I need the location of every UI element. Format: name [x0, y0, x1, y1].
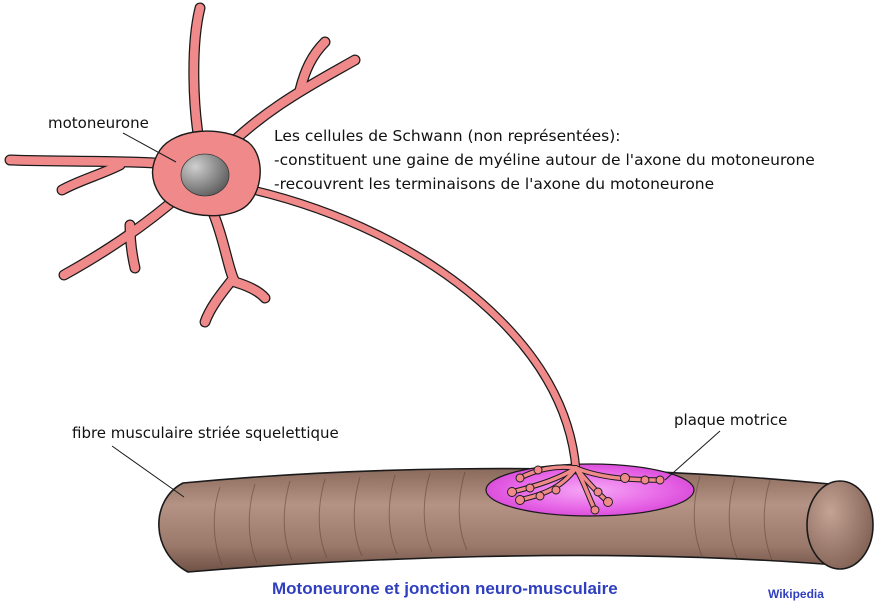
label-plaque-motrice: plaque motrice [674, 411, 788, 429]
label-motoneurone: motoneurone [48, 114, 149, 132]
motor-neuron [4, 2, 581, 475]
axon-terminals [507, 464, 665, 515]
schwann-title: Les cellules de Schwann (non représentée… [274, 127, 621, 145]
source-credit: Wikipedia [768, 587, 824, 601]
axon [226, 181, 580, 474]
terminal-boutons [507, 465, 665, 515]
muscle-striations [213, 471, 773, 566]
label-fibre-musculaire: fibre musculaire striée squelettique [72, 424, 339, 442]
muscle-fiber-end [806, 480, 874, 570]
leader-lines [111, 132, 721, 498]
schwann-line-1: -constituent une gaine de myéline autour… [274, 151, 815, 169]
schwann-note: Les cellules de Schwann (non représentée… [274, 124, 815, 196]
schwann-line-2: -recouvrent les terminaisons de l'axone … [274, 175, 715, 193]
diagram-caption: Motoneurone et jonction neuro-musculaire [272, 579, 618, 598]
nucleus [180, 153, 230, 197]
